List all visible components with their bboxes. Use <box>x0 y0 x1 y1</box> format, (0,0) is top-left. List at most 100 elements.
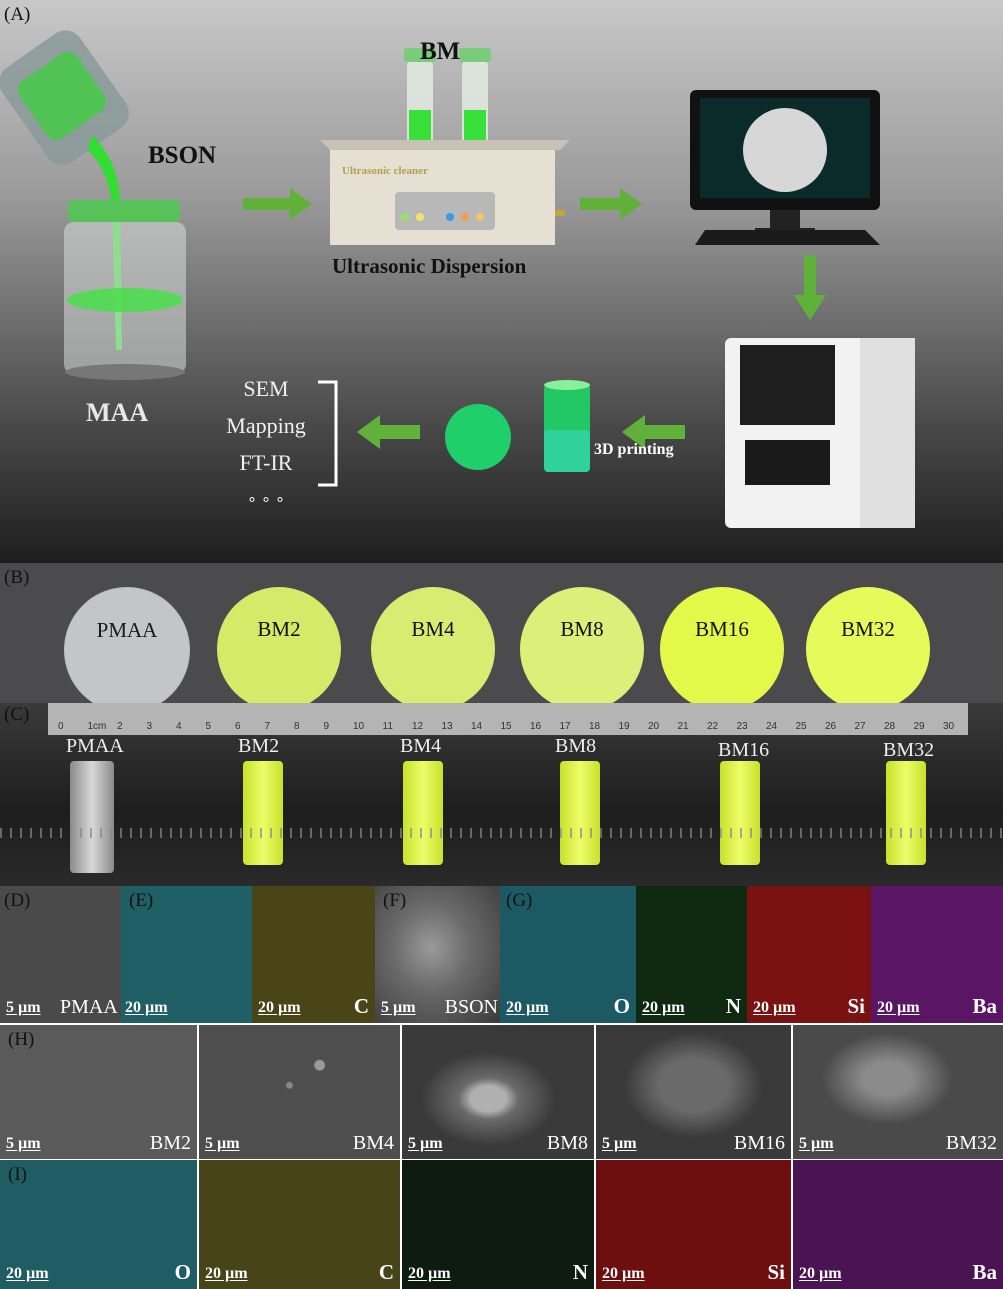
ruler-tick-label: 19 <box>618 721 630 732</box>
panel-f-sem: (F) 5 µm BSON <box>375 886 500 1023</box>
cylinder-label: BM32 <box>883 739 935 761</box>
disc-bm4: BM4 <box>371 587 495 703</box>
element-label: Ba <box>972 1260 997 1284</box>
bson-bottle <box>0 30 129 350</box>
panel-i-label: (I) <box>8 1164 27 1185</box>
scale-bar: 20 µm <box>408 1265 451 1282</box>
ruler-tick-label: 5 <box>205 721 212 732</box>
ruler-tick-label: 28 <box>884 721 896 732</box>
element-label: Si <box>767 1260 785 1284</box>
panel-h-sem-bm2: 5 µm BM2 <box>0 1025 197 1159</box>
ruler-tick-label: 1cm <box>87 721 107 732</box>
step-3d-printing: 3D printing <box>594 441 674 458</box>
panel-c-label: (C) <box>4 704 30 725</box>
ruler-tick-label: 30 <box>943 721 955 732</box>
cylinder-label: PMAA <box>66 735 124 757</box>
ruler-tick-label: 17 <box>559 721 571 732</box>
bson-label: BSON <box>148 142 217 169</box>
scale-bar: 20 µm <box>506 999 549 1016</box>
scale-bar: 20 µm <box>642 999 685 1016</box>
panel-f-label: (F) <box>383 890 407 911</box>
element-label: N <box>725 994 741 1018</box>
disc-bm2: BM2 <box>217 587 341 703</box>
sample-label: BM2 <box>149 1132 191 1154</box>
panel-f-scale: 5 µm <box>381 999 416 1016</box>
cylinder-bm4 <box>403 761 443 865</box>
panel-f-sample: BSON <box>444 996 498 1018</box>
ruler-tick-label: 12 <box>412 721 424 732</box>
ruler-tick-label: 6 <box>235 721 241 732</box>
analysis-ftir: FT-IR <box>239 450 293 475</box>
panel-e-map-o: (E) 20 µm <box>121 886 252 1023</box>
scale-bar: 5 µm <box>799 1135 834 1152</box>
panel-g-map-ba: 20 µm Ba <box>871 886 1003 1023</box>
panel-g-label: (G) <box>506 890 533 911</box>
panel-e-scale-o: 20 µm <box>125 999 168 1016</box>
ruler-tick-label: 8 <box>294 721 300 732</box>
disc-label: BM2 <box>257 617 301 641</box>
panel-d-sem: (D) 5 µm <box>0 886 121 1023</box>
panel-d-scale: 5 µm <box>6 999 41 1016</box>
scale-bar: 20 µm <box>753 999 796 1016</box>
element-label: Si <box>847 994 865 1018</box>
ruler-tick-label: 9 <box>323 721 330 732</box>
cylinder-pmaa <box>70 761 114 873</box>
maa-label: MAA <box>86 398 149 427</box>
scale-bar: 5 µm <box>6 1135 41 1152</box>
analysis-bracket <box>318 380 338 487</box>
scale-bar: 20 µm <box>602 1265 645 1282</box>
3d-printer <box>725 338 915 528</box>
element-label: C <box>378 1260 394 1284</box>
panel-g-map-o: 20 µm O <box>500 886 636 1023</box>
ruler-tick-label: 27 <box>854 721 866 732</box>
scale-bar: 20 µm <box>6 1265 49 1282</box>
ruler-front <box>0 828 1003 838</box>
disc-bm16: BM16 <box>660 587 784 703</box>
analysis-mapping: Mapping <box>226 413 306 438</box>
panel-e-map-c: O 20 µm C <box>252 886 375 1023</box>
panel-d-sample: PMAA <box>60 996 118 1018</box>
cylinder-bm2 <box>243 761 283 865</box>
sample-label: BM32 <box>945 1132 997 1154</box>
computer <box>690 90 880 245</box>
panel-h-sem-bm32: 5 µm BM32 <box>793 1025 1003 1159</box>
step-ultrasonic-dispersion: Ultrasonic Dispersion <box>332 254 527 278</box>
scale-bar: 5 µm <box>408 1135 443 1152</box>
analysis-list: SEM Mapping FT-IR ∘ ∘ ∘ <box>216 370 316 518</box>
sphere-product <box>445 404 511 470</box>
ruler-tick-label: 13 <box>441 721 453 732</box>
disc-bm8: BM8 <box>520 587 644 703</box>
panel-i-map-si: 20 µm Si <box>596 1160 791 1289</box>
element-label: Ba <box>972 994 997 1018</box>
ruler-tick-label: 2 <box>117 721 123 732</box>
scale-bar: 5 µm <box>602 1135 637 1152</box>
sample-label: BM8 <box>546 1132 588 1154</box>
ruler-tick-label: 7 <box>264 721 271 732</box>
element-label: O <box>174 1260 191 1284</box>
ruler-tick-label: 10 <box>353 721 365 732</box>
ruler-tick-label: 0 <box>58 721 64 732</box>
scale-bar: 20 µm <box>877 999 920 1016</box>
element-label: O <box>613 994 630 1018</box>
cylinder-bm32 <box>886 761 926 865</box>
ruler-tick-label: 16 <box>530 721 542 732</box>
disc-label: BM8 <box>560 617 604 641</box>
scale-bar: 5 µm <box>205 1135 240 1152</box>
cylinder-product <box>544 380 590 472</box>
panel-a-label: (A) <box>4 4 31 25</box>
ruler-tick-label: 3 <box>146 721 153 732</box>
ruler-tick-label: 25 <box>795 721 807 732</box>
ruler-tick-label: 22 <box>707 721 719 732</box>
disc-bm32: BM32 <box>806 587 930 703</box>
ruler-tick-label: 29 <box>913 721 925 732</box>
cylinder-bm16 <box>720 761 760 865</box>
panel-b-label: (B) <box>4 567 30 588</box>
